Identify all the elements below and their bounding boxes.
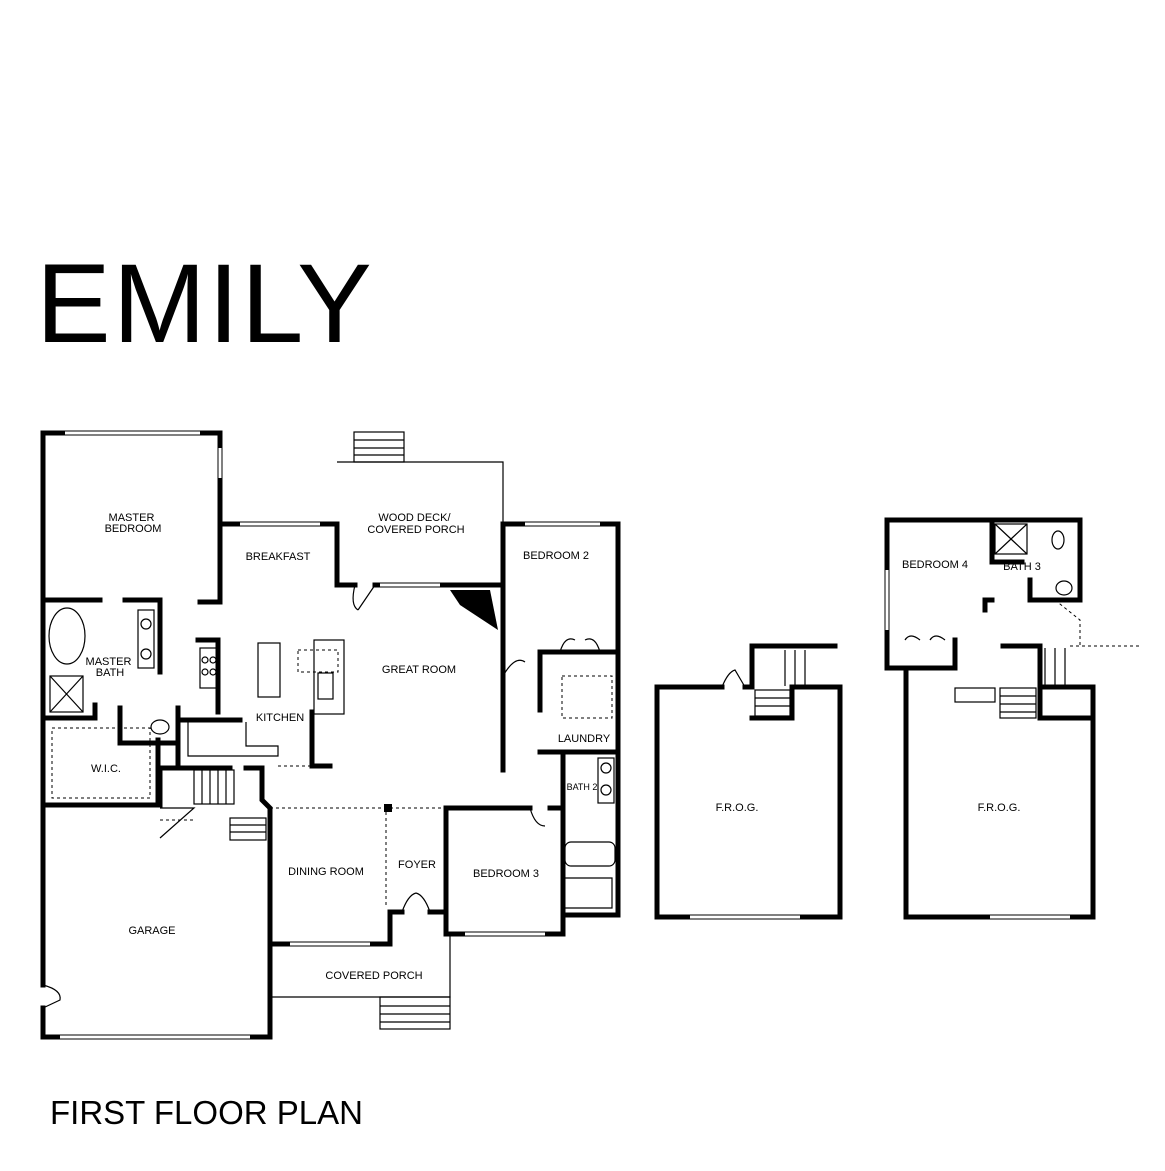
deck-stairs bbox=[353, 431, 405, 463]
label-bath-3: BATH 3 bbox=[1003, 561, 1041, 573]
label-bedroom-3: BEDROOM 3 bbox=[473, 868, 539, 880]
label-bedroom-4: BEDROOM 4 bbox=[902, 559, 968, 571]
label-bath-2: BATH 2 bbox=[567, 782, 598, 792]
wall-frog-a bbox=[654, 643, 843, 920]
room-labels: MASTER BEDROOM BREAKFAST WOOD DECK/ COVE… bbox=[86, 512, 1041, 982]
label-garage: GARAGE bbox=[128, 925, 175, 937]
main-house-plan bbox=[40, 430, 621, 1040]
plan-title: EMILY bbox=[36, 241, 374, 366]
wall-laundry bbox=[537, 749, 621, 918]
wall-master-bedroom bbox=[40, 430, 223, 808]
frog-b-plan bbox=[884, 517, 1140, 920]
kitchen-island bbox=[257, 642, 281, 698]
label-wic: W.I.C. bbox=[91, 763, 121, 775]
label-covered-porch: COVERED PORCH bbox=[325, 970, 422, 982]
wall-kitchen bbox=[175, 637, 243, 771]
label-dining-room: DINING ROOM bbox=[288, 866, 364, 878]
wall-front-rooms bbox=[157, 765, 273, 947]
label-frog-b: F.R.O.G. bbox=[978, 802, 1021, 814]
wall-master-bath bbox=[40, 597, 163, 808]
plan-caption: FIRST FLOOR PLAN bbox=[50, 1094, 363, 1131]
label-kitchen: KITCHEN bbox=[256, 712, 304, 724]
label-laundry: LAUNDRY bbox=[558, 733, 611, 745]
label-master-bedroom: MASTER BEDROOM bbox=[105, 512, 162, 535]
label-bedroom-2: BEDROOM 2 bbox=[523, 550, 589, 562]
label-foyer: FOYER bbox=[398, 859, 436, 871]
wall-dining-room bbox=[267, 909, 449, 947]
frog-a-plan bbox=[654, 643, 843, 920]
label-great-room: GREAT ROOM bbox=[382, 664, 456, 676]
label-master-bath: MASTER BATH bbox=[86, 656, 135, 679]
label-wood-deck: WOOD DECK/ COVERED PORCH bbox=[367, 512, 464, 536]
label-breakfast: BREAKFAST bbox=[246, 551, 311, 563]
label-frog-a: F.R.O.G. bbox=[716, 802, 759, 814]
